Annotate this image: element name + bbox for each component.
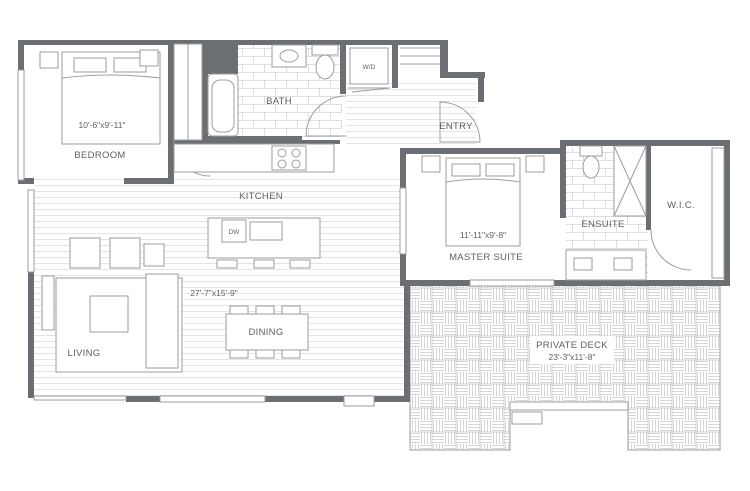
wall-top-entry bbox=[440, 40, 448, 78]
tv-console bbox=[41, 275, 55, 331]
private-deck-label: PRIVATE DECK bbox=[536, 340, 608, 351]
bedroom-nightstand-1 bbox=[39, 51, 59, 69]
deck-step bbox=[509, 401, 629, 411]
wall-bath-left bbox=[202, 44, 208, 140]
dining-chair-1 bbox=[229, 305, 249, 315]
kitchen-counter bbox=[173, 143, 335, 173]
wall-entry-right bbox=[478, 72, 484, 102]
window-living-bottom-3 bbox=[343, 395, 375, 407]
wall-master-bottom bbox=[400, 280, 730, 286]
living-label: LIVING bbox=[68, 348, 101, 359]
washer-dryer-label: W/D bbox=[363, 64, 376, 71]
bedroom-furniture bbox=[39, 43, 203, 145]
walls bbox=[18, 40, 730, 402]
window-living-bottom-2 bbox=[159, 395, 266, 403]
wall-living-bottom bbox=[126, 396, 406, 402]
wd-door bbox=[348, 87, 391, 93]
entry-label: ENTRY bbox=[439, 121, 473, 132]
wall-bath-bottom bbox=[202, 136, 302, 142]
coffee-table bbox=[89, 295, 129, 333]
wic-label: W.I.C. bbox=[667, 200, 695, 211]
wall-bath-right bbox=[340, 44, 346, 94]
ensuite-toilet-tank bbox=[579, 145, 603, 157]
washer-dryer bbox=[349, 47, 389, 85]
window-master-bottom bbox=[469, 279, 555, 287]
wall-entry-step bbox=[440, 72, 485, 78]
dining-label: DINING bbox=[248, 327, 283, 338]
master-pillow-2 bbox=[485, 163, 515, 177]
bedroom-pillow-1 bbox=[73, 57, 107, 73]
wall-top-bath bbox=[203, 40, 448, 45]
side-table bbox=[143, 243, 165, 267]
master-nightstand-1 bbox=[421, 155, 441, 173]
wall-kitchen-top bbox=[174, 140, 340, 144]
master-suite-label: MASTER SUITE bbox=[449, 252, 523, 263]
stool-2 bbox=[253, 259, 275, 269]
wall-ensuite-left bbox=[560, 140, 566, 218]
closet-door-swing bbox=[400, 47, 440, 65]
wall-master-left bbox=[400, 148, 406, 188]
living-furniture bbox=[41, 237, 309, 373]
kitchen-label: KITCHEN bbox=[239, 191, 283, 202]
wic-shelf bbox=[711, 147, 725, 279]
wall-wd-right bbox=[392, 44, 398, 88]
window-bedroom-left bbox=[17, 69, 25, 181]
wall-living-left bbox=[28, 270, 34, 398]
dining-chair-3 bbox=[281, 305, 301, 315]
dining-chair-5 bbox=[255, 349, 275, 359]
ensuite-label: ENSUITE bbox=[581, 219, 624, 230]
armchair-1 bbox=[69, 237, 101, 269]
armchair-2 bbox=[109, 237, 141, 269]
room-labels: 10'-6"x9'-11" BEDROOM BATH W/D ENTRY KIT… bbox=[68, 64, 695, 364]
toilet-tank bbox=[311, 44, 339, 56]
wall-bedroom-bottom bbox=[18, 178, 34, 184]
dishwasher bbox=[221, 219, 247, 243]
kitchen-cooktop bbox=[271, 145, 307, 171]
bath-label: BATH bbox=[266, 96, 292, 107]
window-living-left bbox=[27, 189, 35, 273]
master-pillow-1 bbox=[451, 163, 481, 177]
master-nightstand-2 bbox=[525, 155, 545, 173]
wall-master-top bbox=[400, 148, 565, 154]
dining-chair-4 bbox=[229, 349, 249, 359]
living-dining-dimensions: 27'-7"x15'-9" bbox=[190, 288, 238, 298]
bath-fixtures bbox=[207, 44, 389, 137]
master-furniture bbox=[421, 145, 725, 281]
toilet-bowl bbox=[315, 54, 335, 80]
wall-ensuite-top bbox=[560, 140, 730, 146]
wall-master-left-low bbox=[400, 254, 406, 286]
wall-wic-left bbox=[646, 140, 651, 230]
stool-1 bbox=[216, 259, 238, 269]
bedroom-dimensions: 10'-6"x9'-11" bbox=[79, 120, 126, 130]
deck-label-group: PRIVATE DECK 23'-3"x11'-8" bbox=[530, 336, 614, 364]
deck-bench bbox=[511, 411, 543, 425]
wall-deck-corner bbox=[404, 286, 410, 402]
bedroom-nightstand-2 bbox=[139, 49, 159, 67]
window-master-left bbox=[399, 187, 407, 255]
stool-3 bbox=[289, 259, 311, 269]
dining-chair-6 bbox=[281, 349, 301, 359]
kitchen-sink bbox=[249, 221, 283, 241]
wall-bedroom-bottom-2 bbox=[124, 178, 174, 184]
windows bbox=[17, 69, 555, 407]
kitchen-fixtures bbox=[173, 143, 335, 269]
dining-chair-2 bbox=[255, 305, 275, 315]
entry-door-swing bbox=[439, 101, 481, 143]
private-deck-dimensions: 23'-3"x11'-8" bbox=[549, 352, 596, 362]
wall-top-bedroom bbox=[18, 40, 203, 45]
dishwasher-label: DW bbox=[229, 229, 241, 236]
wall-ensuite-right bbox=[724, 140, 730, 286]
window-living-bottom-1 bbox=[33, 395, 127, 401]
entry-floor bbox=[346, 78, 476, 148]
master-suite-dimensions: 11'-11"x9'-8" bbox=[460, 230, 506, 240]
ensuite-toilet-bowl bbox=[582, 155, 600, 179]
bath-door-swing bbox=[305, 95, 347, 137]
wic-door-swing bbox=[650, 229, 692, 271]
private-deck-floor bbox=[409, 283, 721, 451]
sofa bbox=[145, 273, 179, 369]
bedroom-label: BEDROOM bbox=[74, 150, 125, 161]
deck-furniture bbox=[509, 401, 629, 425]
wall-bedroom-divider bbox=[168, 44, 174, 180]
